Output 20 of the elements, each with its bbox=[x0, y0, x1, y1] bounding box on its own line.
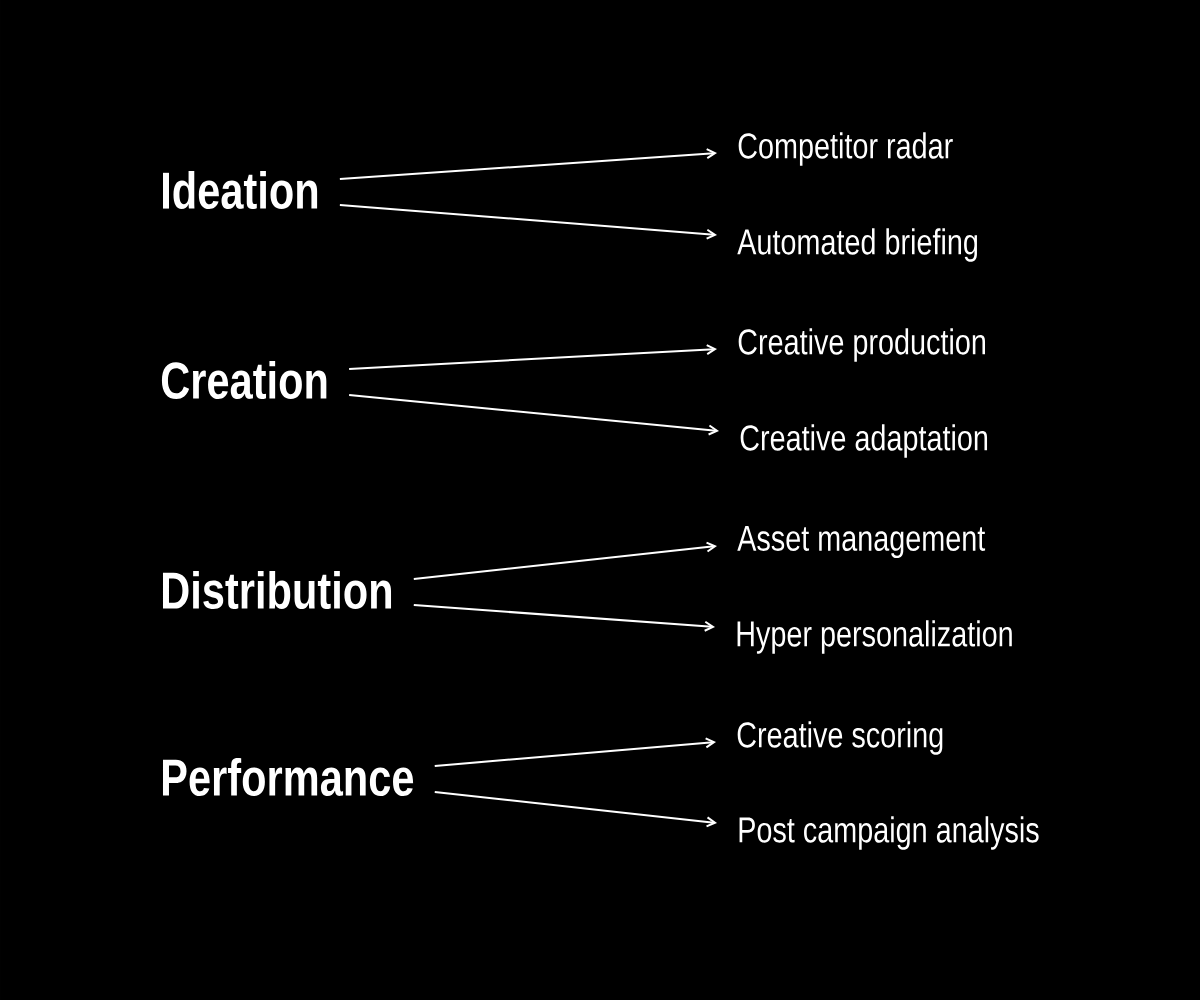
item-label: Hyper personalization bbox=[737, 620, 1012, 654]
item-label: Creative scoring bbox=[737, 721, 943, 755]
item-label: Automated briefing bbox=[737, 228, 978, 262]
category-label: Performance bbox=[163, 757, 414, 797]
arrow bbox=[348, 344, 717, 370]
item-label: Post campaign analysis bbox=[739, 816, 1039, 850]
arrow bbox=[412, 541, 717, 580]
arrow bbox=[338, 148, 717, 180]
item-label: Creative production bbox=[738, 328, 985, 362]
item-label: Creative adaptation bbox=[740, 424, 988, 458]
item-label: Competitor radar bbox=[738, 132, 953, 166]
arrow bbox=[433, 791, 717, 828]
category-label: Distribution bbox=[163, 570, 391, 610]
item-label: Asset management bbox=[737, 525, 986, 559]
arrow bbox=[338, 204, 717, 240]
arrow bbox=[433, 737, 716, 767]
category-label: Ideation bbox=[163, 170, 318, 210]
arrow bbox=[412, 604, 715, 632]
arrow bbox=[348, 394, 719, 436]
category-label: Creation bbox=[161, 360, 327, 400]
